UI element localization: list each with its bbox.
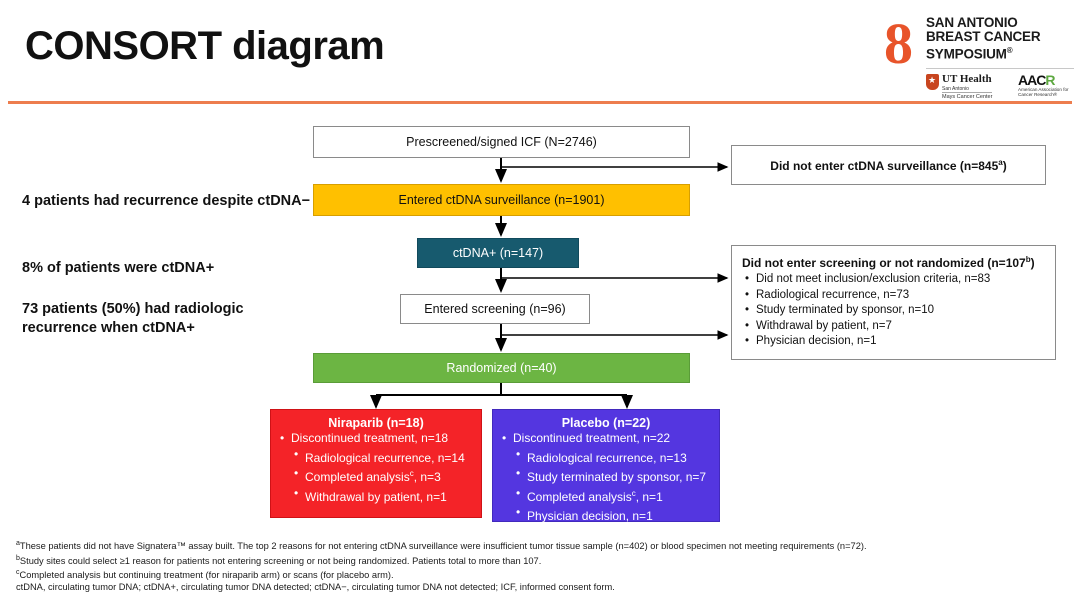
footnote-a-text: These patients did not have Signatera™ a… (19, 541, 867, 552)
aacr-subtitle: American Association for Cancer Research… (1018, 87, 1069, 98)
logo-divider (926, 68, 1074, 69)
arm-niraparib-title: Niraparib (n=18) (328, 416, 424, 430)
mays-cancer-center-label: Mays Cancer Center (942, 92, 993, 100)
list-item: Completed analysisc, n=3 (275, 466, 477, 486)
footnote-ref-c: c (409, 469, 414, 478)
list-item: Withdrawal by patient, n=7 (745, 319, 1045, 335)
aacr-text: AAC (1018, 72, 1046, 88)
exclusion-not-entered-label-end: ) (1002, 158, 1007, 173)
list-item: Completed analysisc, n=1 (497, 486, 715, 506)
flow-box-randomized-label: Randomized (n=40) (446, 361, 557, 375)
list-item: Physician decision, n=1 (497, 505, 715, 525)
list-item-text: Study terminated by sponsor, n=7 (527, 470, 707, 484)
footnote-ref-b: b (1025, 255, 1031, 264)
flow-box-entered-surveillance[interactable]: Entered ctDNA surveillance (n=1901) (313, 184, 690, 216)
footnote-c: cCompleted analysis but continuing treat… (16, 567, 1066, 582)
page-title: CONSORT diagram (25, 24, 385, 68)
logo-line-2: BREAST CANCER (926, 29, 1041, 44)
sabcs-logo: 8 SAN ANTONIO BREAST CANCER SYMPOSIUM® U… (884, 11, 1076, 100)
ut-health-label: UT Health (942, 73, 992, 85)
footnote-a: aThese patients did not have Signatera™ … (16, 538, 1066, 553)
list-item: Radiological recurrence, n=73 (745, 288, 1045, 304)
flow-box-ctdna-positive[interactable]: ctDNA+ (n=147) (417, 238, 579, 268)
footnote-abbreviations: ctDNA, circulating tumor DNA; ctDNA+, ci… (16, 582, 615, 593)
list-item-text: Withdrawal by patient, n=1 (305, 489, 447, 504)
flow-box-prescreened-label: Prescreened/signed ICF (N=2746) (406, 135, 597, 149)
annotation-radiologic-recurrence: 73 patients (50%) had radiologic recurre… (22, 301, 244, 336)
footnote-c-text: Completed analysis but continuing treatm… (19, 570, 394, 581)
list-item-text-end: , n=1 (635, 489, 663, 504)
list-item: Physician decision, n=1 (745, 334, 1045, 350)
flow-box-randomized[interactable]: Randomized (n=40) (313, 353, 690, 383)
aacr-r: R (1045, 72, 1055, 88)
flow-box-entered-screening-label: Entered screening (n=96) (424, 302, 566, 316)
annotation-percent-ctdna-positive: 8% of patients were ctDNA+ (22, 260, 215, 276)
exclusion-box-not-screened-or-randomized[interactable]: Did not enter screening or not randomize… (731, 245, 1056, 360)
header-divider (8, 101, 1072, 104)
registered-mark: ® (1006, 46, 1013, 55)
list-item-text: Radiological recurrence, n=13 (527, 450, 687, 465)
footnote-b-text: Study sites could select ≥1 reason for p… (19, 555, 542, 566)
list-item: Radiological recurrence, n=13 (497, 447, 715, 467)
footnote-c-mark: c (16, 569, 20, 577)
flow-box-entered-screening[interactable]: Entered screening (n=96) (400, 294, 590, 324)
footnote-ref-a: a (998, 157, 1003, 167)
exclusion-not-screened-heading: Did not enter screening or not randomize… (742, 255, 1045, 270)
ut-health-shield-icon (926, 74, 939, 90)
sabcs-logo-wordmark: SAN ANTONIO BREAST CANCER SYMPOSIUM® (926, 16, 1076, 62)
list-item: Study terminated by sponsor, n=7 (497, 466, 715, 486)
exclusion-reason-list: Did not meet inclusion/exclusion criteri… (742, 272, 1045, 350)
flow-box-entered-surveillance-label: Entered ctDNA surveillance (n=1901) (398, 193, 605, 207)
footnote-a-mark: a (16, 540, 20, 547)
list-item-text: Completed analysis (527, 489, 632, 504)
list-item: Radiological recurrence, n=14 (275, 447, 477, 467)
sabcs-ribbon-icon: 8 (884, 11, 913, 76)
exclusion-not-screened-heading-end: ) (1030, 256, 1035, 270)
list-item: Did not meet inclusion/exclusion criteri… (745, 272, 1045, 288)
arm-box-placebo[interactable]: Placebo (n=22) Discontinued treatment, n… (492, 409, 720, 525)
flow-box-prescreened[interactable]: Prescreened/signed ICF (N=2746) (313, 126, 690, 158)
list-item-text: Completed analysis (305, 470, 410, 484)
arm-box-niraparib[interactable]: Niraparib (n=18) Discontinued treatment,… (270, 409, 482, 518)
exclusion-box-not-entered-surveillance[interactable]: Did not enter ctDNA surveillance (n=845a… (731, 145, 1046, 185)
exclusion-not-entered-label: Did not enter ctDNA surveillance (n=845 (770, 158, 999, 173)
footnote-b-mark: b (16, 554, 20, 562)
list-item-text: Physician decision, n=1 (527, 509, 653, 523)
logo-line-3: SYMPOSIUM (926, 46, 1007, 62)
footnotes: aThese patients did not have Signatera™ … (16, 538, 1066, 594)
annotation-recurrence-despite-ctdna-neg: 4 patients had recurrence despite ctDNA− (22, 193, 311, 209)
footnote-ref-c: c (631, 488, 636, 498)
list-item: Withdrawal by patient, n=1 (275, 486, 477, 506)
list-item-text: Radiological recurrence, n=14 (305, 450, 465, 465)
arm-niraparib-primary: Discontinued treatment, n=18 (275, 431, 477, 447)
exclusion-not-screened-heading-text: Did not enter screening or not randomize… (742, 256, 1026, 270)
footnote-b: bStudy sites could select ≥1 reason for … (16, 553, 1066, 568)
list-item: Study terminated by sponsor, n=10 (745, 303, 1045, 319)
aacr-logo: AACR (1018, 72, 1055, 88)
arm-placebo-primary: Discontinued treatment, n=22 (497, 431, 715, 447)
flow-box-ctdna-positive-label: ctDNA+ (n=147) (452, 246, 544, 260)
list-item-text-end: , n=3 (413, 470, 441, 484)
arm-placebo-title: Placebo (n=22) (561, 416, 651, 430)
logo-partners: UT Health San Antonio Mays Cancer Center… (926, 72, 1078, 100)
logo-line-1: SAN ANTONIO (926, 15, 1018, 30)
ut-health-city: San Antonio (942, 86, 969, 92)
